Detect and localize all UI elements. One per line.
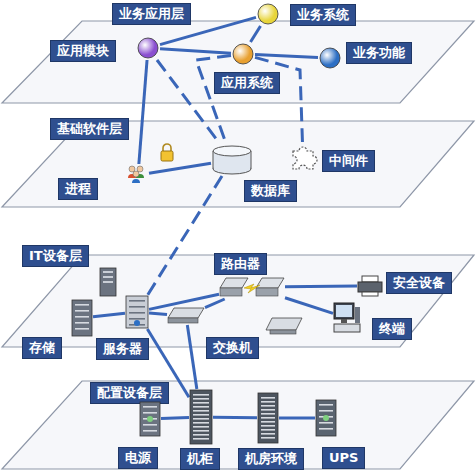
connector-line [149, 163, 211, 173]
layer-plane: 基础软件层中间件进程数据库 [0, 118, 476, 210]
node-label: 应用系统 [214, 72, 280, 94]
device-icon [220, 276, 284, 298]
device-node: 交换机 [168, 308, 204, 324]
icon [233, 44, 253, 64]
connector-line [285, 298, 333, 314]
device-icon [288, 143, 318, 173]
node-label: 中间件 [322, 150, 375, 172]
icon [72, 300, 92, 336]
device-icon [319, 47, 341, 69]
layer-plane: IT设备层路由器安全设备终端存储服务器交换机 [0, 252, 476, 350]
node-label: 机房环境 [238, 448, 304, 470]
icon [128, 166, 144, 183]
device-node: 业务系统 [257, 3, 279, 25]
connector-line [213, 416, 257, 420]
connector-line [147, 329, 189, 397]
device-node: 中间件 [288, 143, 318, 173]
device-node: 应用模块 [137, 37, 159, 59]
node-label: 应用模块 [50, 40, 116, 62]
device-node: 机房环境 [258, 393, 278, 443]
device-icon [137, 37, 159, 59]
connector-line [148, 176, 222, 295]
device-node: UPS [316, 400, 336, 436]
device-node: 存储 [72, 300, 92, 336]
node-label: 服务器 [96, 338, 149, 360]
node-label: 配置设备层 [90, 382, 169, 404]
node-label: 存储 [22, 337, 62, 359]
icon [126, 296, 148, 328]
device-icon [128, 165, 148, 185]
device-icon [258, 393, 278, 443]
device-icon [190, 390, 212, 444]
node-label: 交换机 [206, 337, 259, 359]
connector-line [255, 57, 302, 142]
device-icon [232, 43, 254, 65]
node-label: 业务系统 [290, 4, 356, 26]
device-icon [212, 145, 252, 175]
device-node: 终端 [334, 303, 360, 333]
icon [213, 146, 251, 174]
icon [358, 276, 382, 296]
connector-line [279, 417, 315, 420]
connector-line [149, 294, 219, 309]
connector-line [160, 17, 256, 44]
icon [138, 38, 158, 58]
node-label: 基础软件层 [50, 118, 129, 140]
connector-line [157, 60, 220, 144]
node-label: 业务应用层 [112, 3, 191, 25]
connector-line [160, 49, 231, 53]
connector-line [93, 313, 125, 316]
node-label: 进程 [58, 178, 98, 200]
layer-plane: 配置设备层电源机柜机房环境UPS [0, 378, 476, 472]
device-node: 安全设备 [358, 276, 382, 296]
node-label: 业务功能 [346, 42, 412, 64]
device-node: 应用系统 [232, 43, 254, 65]
node-label: 路由器 [214, 253, 267, 275]
icon [258, 393, 278, 443]
device-node: 路由器 [220, 276, 284, 298]
icon [258, 4, 278, 24]
connector-line [187, 325, 197, 389]
layer-plane: 业务应用层业务系统应用模块业务功能应用系统 [0, 18, 476, 106]
device-icon [316, 400, 336, 436]
node-label: 安全设备 [386, 272, 452, 294]
device-icon [358, 276, 382, 296]
icon [293, 147, 317, 169]
node-label: 电源 [118, 447, 158, 469]
connector-line [196, 56, 231, 144]
device-node: 电源 [140, 402, 160, 436]
device-icon [126, 296, 148, 328]
device-icon [334, 303, 360, 333]
node-label: 终端 [372, 318, 412, 340]
icon [220, 278, 284, 296]
device-icon [72, 300, 92, 336]
node-label: 数据库 [244, 180, 297, 202]
device-icon [257, 3, 279, 25]
connector-line [255, 55, 318, 58]
connector-line [161, 417, 189, 418]
node-label: IT设备层 [22, 245, 89, 267]
icon [168, 308, 204, 323]
device-node: 业务功能 [319, 47, 341, 69]
device-icon [168, 308, 204, 324]
device-node: 机柜 [190, 390, 212, 444]
icon [334, 303, 360, 332]
icon [316, 400, 336, 436]
device-node: 数据库 [212, 145, 252, 175]
node-label: UPS [322, 447, 365, 469]
connector-line [149, 313, 167, 314]
device-node: 进程 [128, 165, 148, 185]
icon [190, 390, 212, 444]
icon [320, 48, 340, 68]
device-node: 服务器 [126, 296, 148, 328]
icon [140, 402, 160, 436]
connector-line [205, 299, 225, 308]
connector-line [285, 285, 357, 289]
node-label: 机柜 [180, 448, 220, 470]
connector-line [139, 60, 147, 164]
device-icon [140, 402, 160, 436]
connector-line [251, 26, 261, 42]
